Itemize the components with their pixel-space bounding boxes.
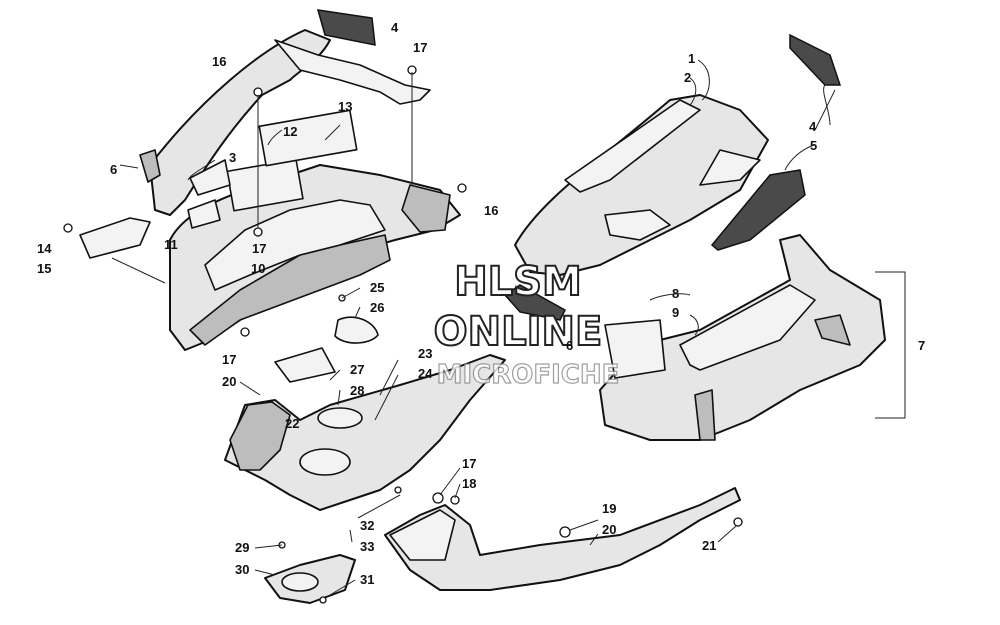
callout-2: 2 xyxy=(684,70,691,85)
hood-assembly xyxy=(79,9,461,351)
callout-21: 21 xyxy=(702,538,716,553)
callout-20a: 20 xyxy=(222,374,236,389)
callout-18: 18 xyxy=(462,476,476,491)
callout-27: 27 xyxy=(350,362,364,377)
callout-24: 24 xyxy=(418,366,433,381)
callout-6a: 6 xyxy=(110,162,117,177)
callout-17d: 17 xyxy=(462,456,476,471)
callout-4b: 4 xyxy=(809,119,817,134)
callout-1: 1 xyxy=(688,51,695,66)
callout-22: 22 xyxy=(285,416,299,431)
callout-17a: 17 xyxy=(413,40,427,55)
callout-5: 5 xyxy=(810,138,817,153)
callout-8: 8 xyxy=(672,286,679,301)
callout-31: 31 xyxy=(360,572,374,587)
callout-12: 12 xyxy=(283,124,297,139)
callout-13: 13 xyxy=(338,99,352,114)
belly-pan-assembly xyxy=(224,316,741,604)
callout-16a: 16 xyxy=(212,54,226,69)
callout-30: 30 xyxy=(235,562,249,577)
callout-17b: 17 xyxy=(252,241,266,256)
callout-labels: 1 2 3 4 4 5 6 6 7 8 9 10 11 12 13 14 15 … xyxy=(37,20,925,587)
leader-lines xyxy=(111,59,836,596)
callout-11: 11 xyxy=(164,237,178,252)
watermark-line-3: MICROFICHE xyxy=(437,360,620,390)
callout-9: 9 xyxy=(672,305,679,320)
callout-29: 29 xyxy=(235,540,249,555)
callout-3: 3 xyxy=(229,150,236,165)
callout-10: 10 xyxy=(251,261,265,276)
callout-28: 28 xyxy=(350,383,364,398)
callout-25: 25 xyxy=(370,280,384,295)
watermark-line-2: ONLINE xyxy=(434,309,603,355)
callout-17c: 17 xyxy=(222,352,236,367)
callout-19: 19 xyxy=(602,501,616,516)
callout-32: 32 xyxy=(360,518,374,533)
callout-16b: 16 xyxy=(484,203,498,218)
callout-6b: 6 xyxy=(566,338,573,353)
callout-33: 33 xyxy=(360,539,374,554)
callout-20b: 20 xyxy=(602,522,616,537)
callout-15: 15 xyxy=(37,261,51,276)
callout-14: 14 xyxy=(37,241,52,256)
callout-26: 26 xyxy=(370,300,384,315)
upper-side-panel xyxy=(503,33,842,321)
fasteners xyxy=(63,65,743,604)
callout-23: 23 xyxy=(418,346,432,361)
watermark-line-1: HLSM xyxy=(454,259,582,305)
callout-4a: 4 xyxy=(391,20,399,35)
callout-7: 7 xyxy=(918,338,925,353)
watermark: HLSM ONLINE MICROFICHE xyxy=(433,258,620,391)
lower-side-panel xyxy=(599,234,906,441)
